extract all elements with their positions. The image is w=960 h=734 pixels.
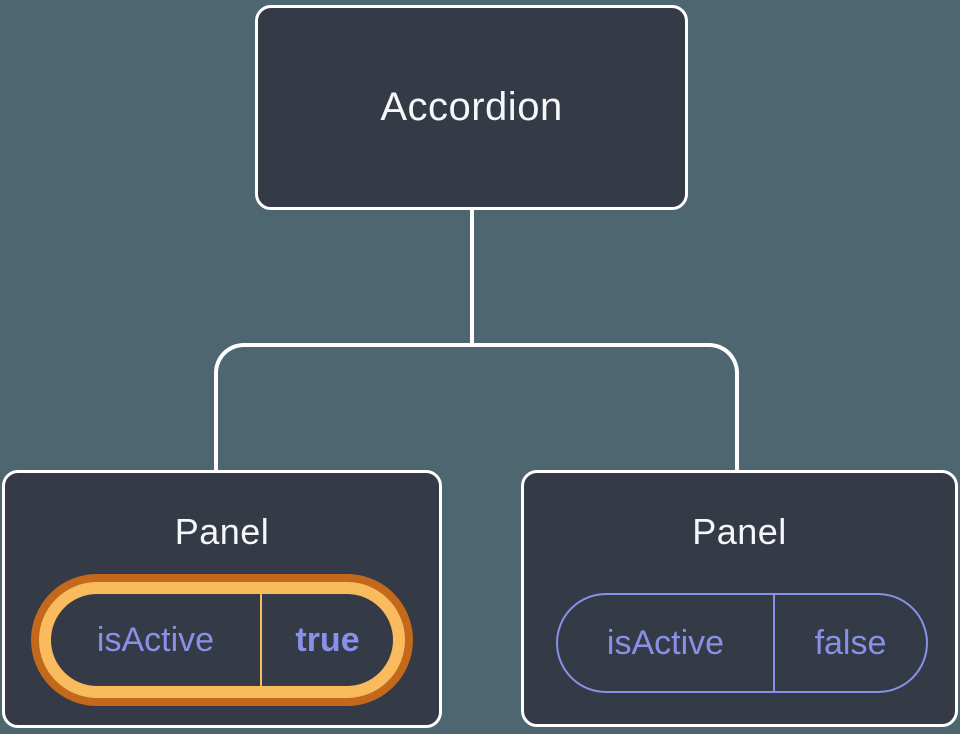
pill-divider bbox=[260, 594, 262, 686]
prop-name: isActive bbox=[606, 623, 725, 662]
accordion-label: Accordion bbox=[380, 85, 563, 129]
pill-divider bbox=[773, 595, 775, 691]
node-accordion: Accordion bbox=[255, 5, 688, 210]
panel-label: Panel bbox=[692, 511, 787, 552]
prop-pill-inactive: isActive false bbox=[556, 593, 928, 693]
prop-value: false bbox=[814, 623, 887, 662]
prop-value: true bbox=[295, 620, 360, 659]
prop-pill-active: isActive true bbox=[31, 574, 413, 706]
prop-name: isActive bbox=[96, 620, 215, 659]
node-panel-inactive: Panel isActive false bbox=[521, 470, 958, 727]
node-panel-active: Panel isActive true bbox=[2, 470, 442, 728]
connector-stem bbox=[470, 207, 474, 347]
connector-bracket bbox=[214, 343, 739, 470]
panel-label: Panel bbox=[174, 511, 270, 552]
prop-pill-active-inner: isActive true bbox=[51, 594, 393, 686]
